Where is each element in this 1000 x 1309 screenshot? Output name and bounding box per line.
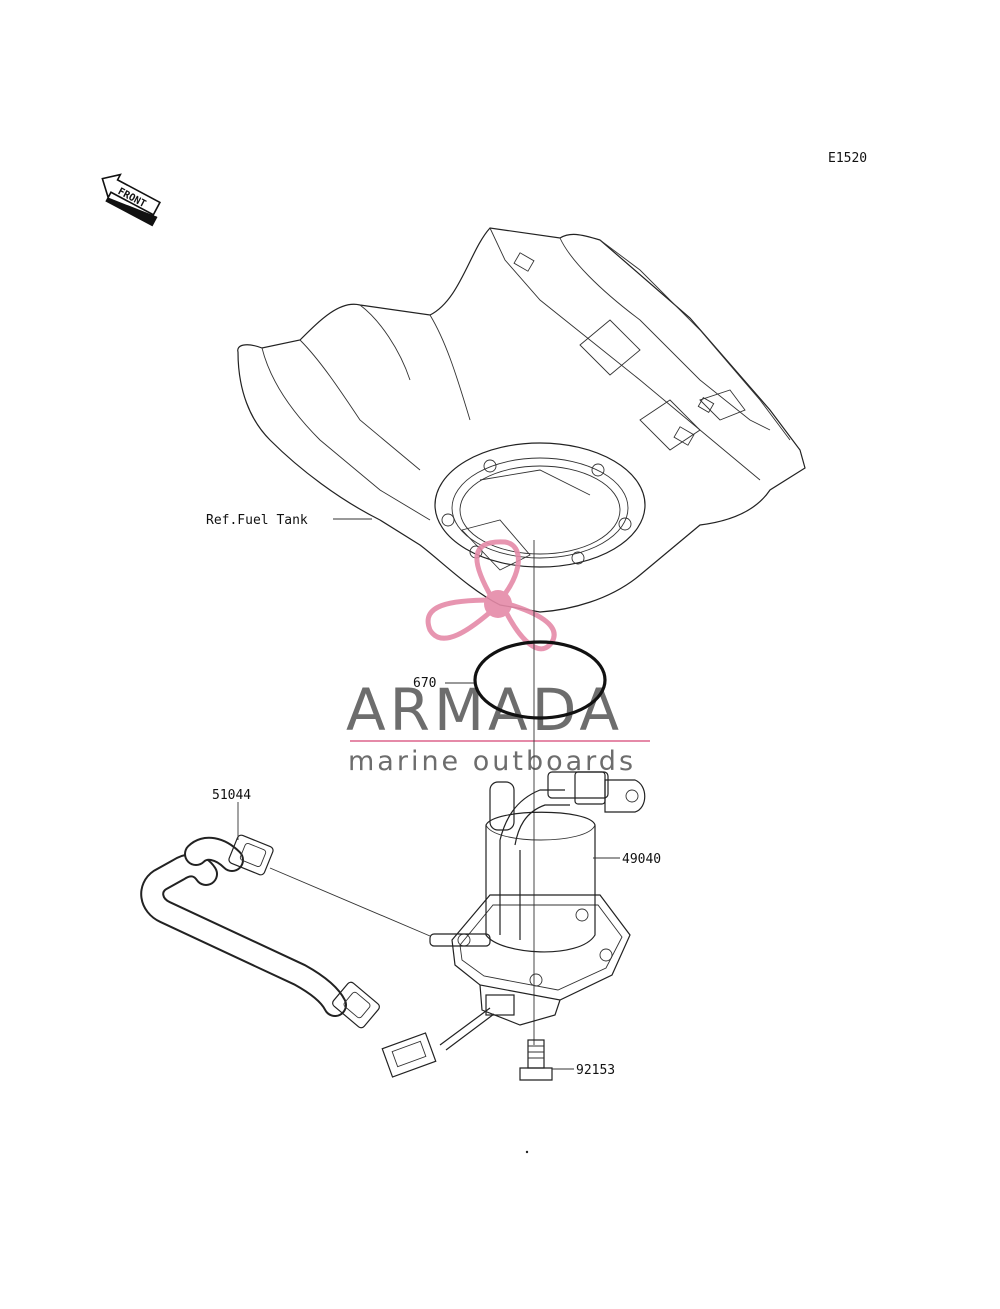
watermark-brand: ARMADA — [346, 676, 623, 744]
callout-fuel-tank: Ref.Fuel Tank — [206, 513, 308, 528]
callout-fuel-pump: 49040 — [622, 852, 661, 867]
callout-o-ring: 670 — [413, 676, 436, 691]
fuel-pump-drawing — [381, 771, 646, 1078]
armada-propeller-logo-icon — [425, 539, 557, 652]
bolt-drawing — [519, 1039, 553, 1081]
diagram-code: E1520 — [828, 151, 867, 166]
front-arrow-icon: FRONT — [101, 173, 162, 227]
fuel-tank-drawing — [237, 227, 806, 613]
callout-hose: 51044 — [212, 788, 251, 803]
stray-dot — [525, 1150, 529, 1154]
fuel-hose-drawing — [140, 834, 431, 1029]
o-ring-drawing — [473, 640, 607, 720]
callout-bolt: 92153 — [576, 1063, 615, 1078]
